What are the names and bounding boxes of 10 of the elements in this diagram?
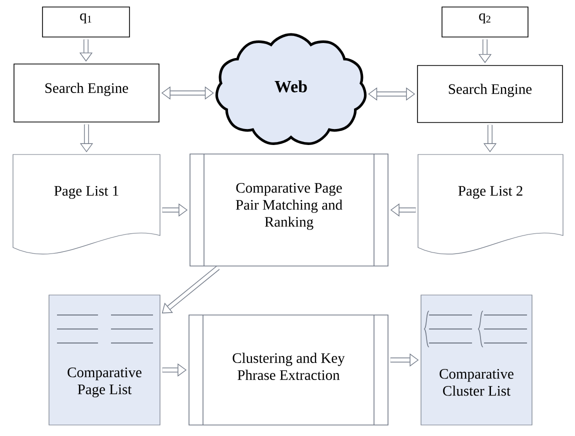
process-box: q$_{2}$ (442, 6, 528, 38)
process-box: Search Engine (417, 65, 563, 123)
process-box: Search Engine (14, 64, 160, 122)
web-cloud: Web (215, 33, 367, 145)
predefined-process-box: Clustering and Key Phrase Extraction (188, 314, 388, 426)
cluster-list-card: Comparative Cluster List (420, 294, 532, 426)
process-box: q$_{1}$ (42, 6, 130, 38)
block-arrow (162, 266, 220, 314)
page-list-card: Comparative Page List (48, 294, 160, 426)
predefined-process-box: Comparative Page Pair Matching and Ranking (190, 154, 388, 266)
